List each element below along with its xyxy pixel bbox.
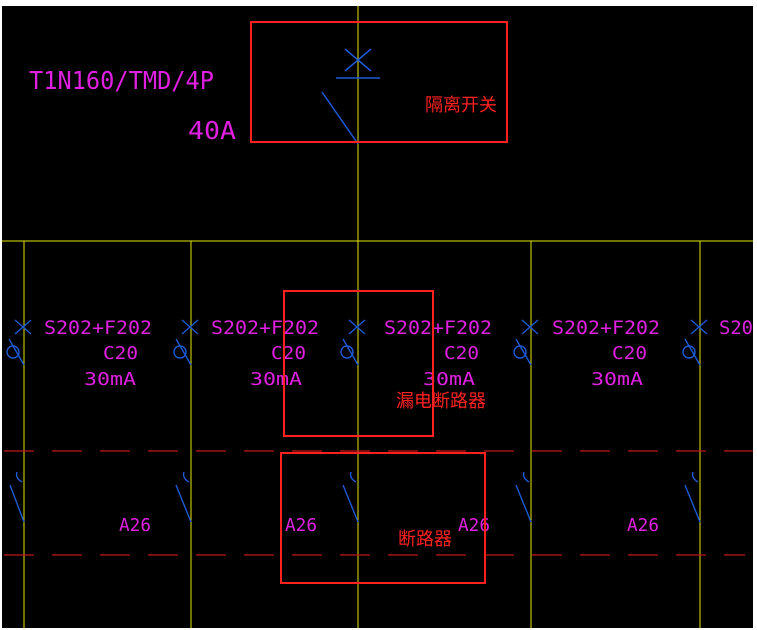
rcbo-model-label-5: S20 — [719, 317, 753, 339]
rcbo-rating-label-2: C20 — [271, 343, 306, 364]
rcbo-sensitivity-label-2: 30mA — [250, 369, 302, 390]
rcbo-rating-label-4: C20 — [612, 343, 647, 364]
branch-lines — [23, 241, 701, 628]
rcbo-labels: S202+F202 C20 30mA S202+F202 C20 30mA S2… — [44, 317, 753, 390]
rcbo-annotation: 漏电断路器 — [396, 391, 486, 412]
main-switch-rating: 40A — [188, 116, 236, 145]
rcbo-rating-label-1: C20 — [103, 343, 138, 364]
rcbo-sensitivity-label-1: 30mA — [84, 369, 136, 390]
breaker-highlight-box[interactable] — [280, 452, 486, 584]
rcbo-rating-label-3: C20 — [444, 343, 479, 364]
isolating-switch-annotation: 隔离开关 — [425, 95, 497, 116]
rcbo-symbol-2 — [173, 319, 199, 366]
drawing-background — [2, 6, 753, 628]
rcbo-model-label-2: S202+F202 — [211, 317, 319, 339]
rcbo-highlight-box[interactable] — [283, 290, 434, 437]
rcbo-model-label-1: S202+F202 — [44, 317, 152, 339]
breaker-model-label-1: A26 — [119, 515, 151, 536]
rcbo-symbol-1 — [6, 319, 32, 366]
rcbo-model-label-4: S202+F202 — [552, 317, 660, 339]
breaker-model-label-3: A26 — [458, 515, 490, 536]
rcbo-sensitivity-label-3: 30mA — [423, 369, 475, 390]
isolating-switch-symbol — [321, 48, 380, 145]
isolating-switch-highlight-box[interactable] — [250, 21, 508, 143]
rcbo-symbol-3 — [340, 319, 366, 366]
breaker-symbols — [9, 471, 701, 523]
rcbo-symbol-4 — [513, 319, 539, 366]
main-switch-model: T1N160/TMD/4P — [29, 66, 214, 95]
breaker-model-label-4: A26 — [627, 515, 659, 536]
breaker-model-label-2: A26 — [285, 515, 317, 536]
rcbo-model-label-3: S202+F202 — [384, 317, 492, 339]
rcbo-sensitivity-label-4: 30mA — [591, 369, 643, 390]
rcbo-symbol-5 — [682, 319, 708, 366]
breaker-annotation: 断路器 — [398, 529, 452, 550]
breaker-labels: A26 A26 A26 A26 — [119, 515, 659, 536]
